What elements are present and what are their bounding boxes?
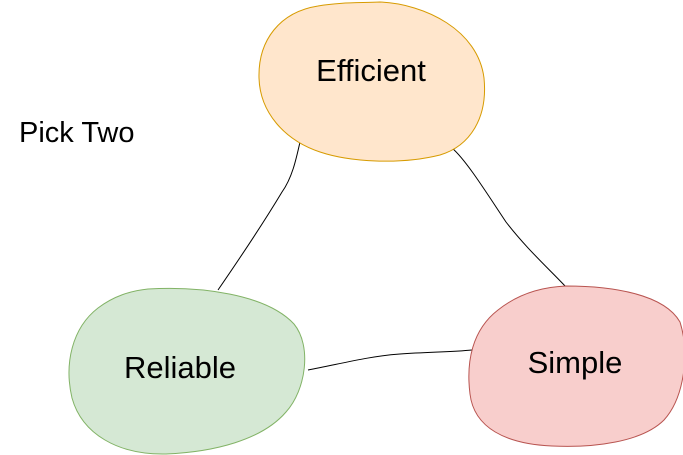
simple-node[interactable] (468, 285, 683, 447)
efficient-node[interactable] (258, 1, 486, 162)
connector-reliable-simple (307, 349, 473, 371)
connector-efficient-reliable (217, 141, 301, 291)
efficient-label: Efficient (316, 53, 426, 88)
reliable-label: Reliable (124, 350, 236, 385)
connector-efficient-simple (451, 147, 567, 288)
diagram-title: Pick Two (19, 117, 135, 149)
reliable-node[interactable] (68, 287, 306, 455)
simple-label: Simple (528, 345, 623, 380)
